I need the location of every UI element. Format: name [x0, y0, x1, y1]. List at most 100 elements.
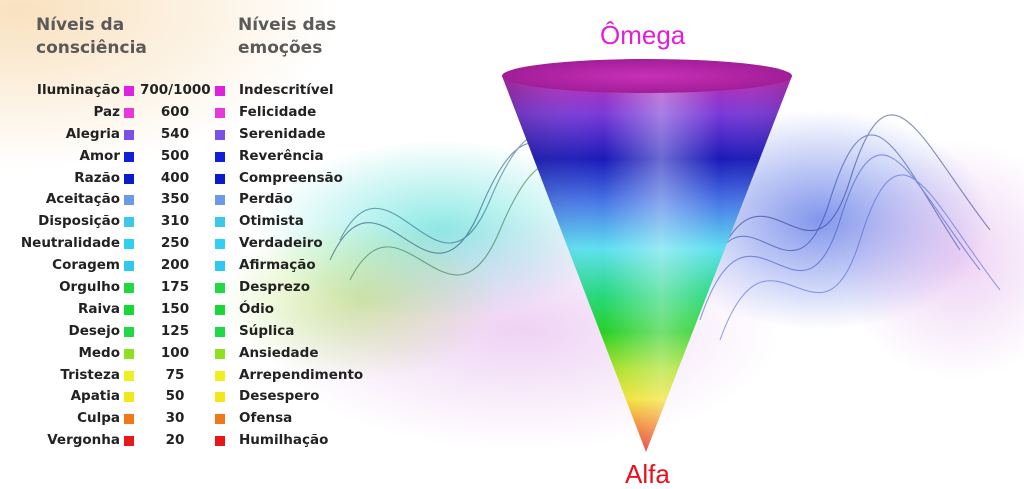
level-color-swatch [124, 173, 134, 184]
consciousness-level-label: Coragem [52, 257, 120, 274]
level-row: Orgulho 175 Desprezo [0, 277, 380, 299]
emotion-color-swatch [215, 129, 225, 140]
consciousness-level-label: Raiva [77, 300, 120, 317]
consciousness-level-label: Iluminação [36, 82, 120, 98]
level-row: Medo 100 Ansiedade [0, 343, 380, 365]
emotion-color-swatch [215, 261, 225, 272]
consciousness-level-label: Paz [93, 103, 121, 120]
emotion-color-swatch [215, 239, 225, 250]
consciousness-level-label: Desejo [68, 322, 120, 339]
emotion-color-swatch [215, 217, 225, 228]
level-row: Raiva 150 Ódio [0, 299, 380, 321]
emotion-color-swatch [215, 436, 225, 447]
consciousness-header: Níveis da consciência [36, 15, 147, 58]
consciousness-level-label: Amor [79, 147, 120, 164]
level-value: 700/1000 [140, 82, 211, 98]
emotion-label: Afirmação [239, 257, 316, 274]
emotion-label: Desprezo [239, 279, 311, 296]
level-color-swatch [124, 436, 134, 447]
emotion-color-swatch [215, 370, 225, 381]
consciousness-level-label: Alegria [65, 125, 120, 142]
level-value: 350 [160, 191, 190, 208]
level-row: Vergonha 20 Humilhação [0, 430, 380, 452]
emotion-label: Indescritível [239, 82, 334, 98]
emotion-label: Serenidade [239, 125, 326, 142]
level-value: 310 [160, 213, 190, 230]
level-row: Coragem 200 Afirmação [0, 255, 380, 277]
level-value: 30 [165, 410, 185, 427]
level-value: 400 [160, 169, 190, 186]
emotion-label: Compreensão [239, 169, 343, 186]
consciousness-level-label: Apatia [70, 388, 120, 405]
level-row: Apatia 50 Desespero [0, 386, 380, 408]
emotion-color-swatch [215, 414, 225, 425]
level-value: 175 [160, 279, 190, 296]
level-color-swatch [124, 326, 134, 337]
level-color-swatch [124, 195, 134, 206]
emotion-color-swatch [215, 195, 225, 206]
consciousness-level-label: Culpa [77, 410, 120, 427]
level-color-swatch [124, 370, 134, 381]
level-color-swatch [124, 348, 134, 359]
emotion-color-swatch [215, 283, 225, 294]
level-color-swatch [124, 107, 134, 118]
consciousness-level-label: Disposição [38, 213, 120, 230]
emotion-color-swatch [215, 86, 225, 96]
consciousness-level-label: Razão [74, 169, 120, 186]
level-value: 200 [160, 257, 190, 274]
consciousness-level-label: Tristeza [60, 366, 120, 383]
level-color-swatch [124, 283, 134, 294]
emotion-label: Reverência [239, 147, 324, 164]
level-row: Amor 500 Reverência [0, 146, 380, 168]
emotion-label: Arrependimento [239, 366, 364, 383]
level-color-swatch [124, 151, 134, 162]
level-value: 20 [165, 432, 185, 449]
emotion-label: Otimista [239, 213, 304, 230]
level-value: 50 [165, 388, 185, 405]
level-value: 125 [160, 322, 190, 339]
cone-top [502, 59, 792, 93]
consciousness-level-label: Neutralidade [20, 235, 120, 252]
emotion-label: Ódio [239, 300, 275, 317]
level-color-swatch [124, 239, 134, 250]
level-color-swatch [124, 414, 134, 425]
level-color-swatch [124, 304, 134, 315]
level-value: 250 [160, 235, 190, 252]
level-color-swatch [124, 392, 134, 403]
emotion-color-swatch [215, 392, 225, 403]
level-row: Razão 400 Compreensão [0, 168, 380, 190]
consciousness-level-label: Medo [78, 344, 120, 361]
emotion-label: Perdão [239, 191, 293, 208]
level-value: 500 [160, 147, 190, 164]
level-value: 100 [160, 344, 190, 361]
emotion-color-swatch [215, 107, 225, 118]
level-row: Disposição 310 Otimista [0, 211, 380, 233]
level-row: Culpa 30 Ofensa [0, 408, 380, 430]
emotion-label: Ofensa [239, 410, 293, 427]
emotion-color-swatch [215, 304, 225, 315]
level-color-swatch [124, 86, 134, 96]
emotion-label: Humilhação [239, 432, 329, 449]
emotion-color-swatch [215, 173, 225, 184]
consciousness-level-label: Vergonha [47, 432, 120, 449]
emotion-color-swatch [215, 326, 225, 337]
level-color-swatch [124, 217, 134, 228]
level-row: Iluminação 700/1000 Indescritível [0, 80, 380, 102]
level-value: 150 [160, 300, 190, 317]
level-color-swatch [124, 261, 134, 272]
omega-label: Ômega [600, 20, 686, 50]
emotion-label: Felicidade [239, 103, 317, 120]
emotion-label: Ansiedade [239, 344, 319, 361]
emotion-label: Desespero [239, 388, 320, 405]
emotions-header: Níveis das emoções [238, 15, 337, 58]
consciousness-level-label: Orgulho [59, 279, 120, 296]
